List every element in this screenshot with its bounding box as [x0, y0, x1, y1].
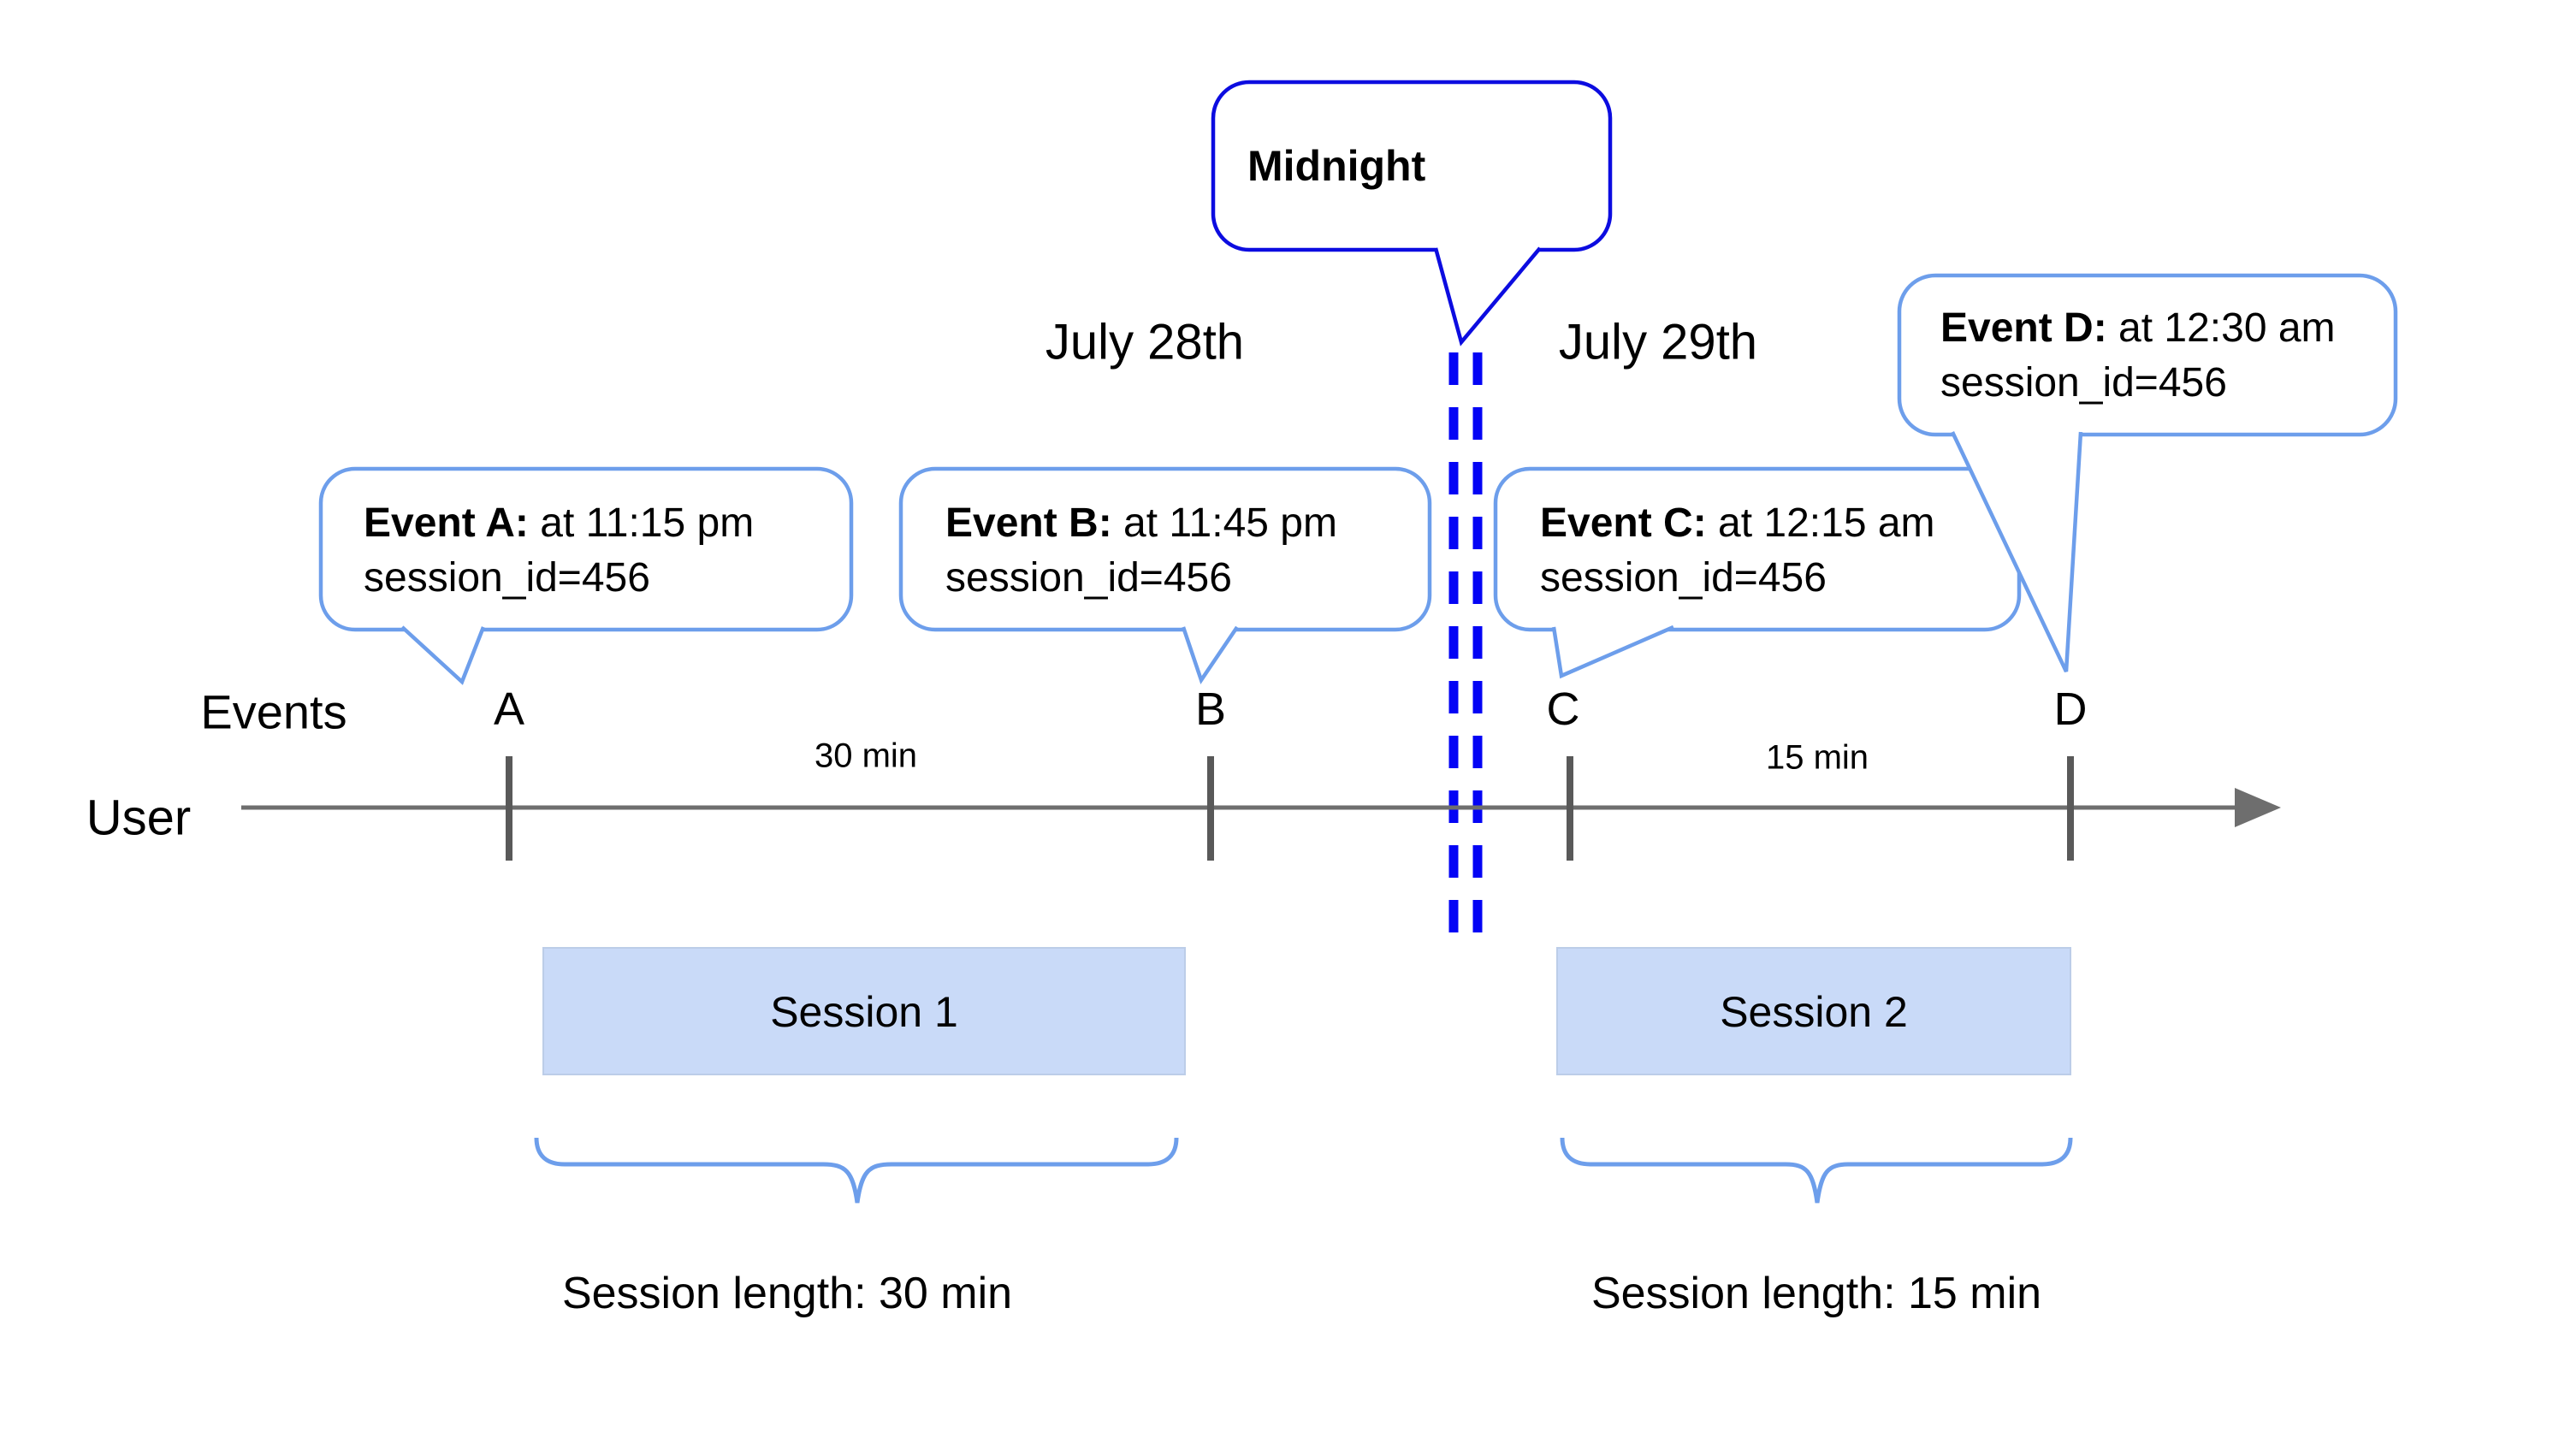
- user-row-label: User: [86, 790, 192, 846]
- axis-arrowhead-icon: [2235, 788, 2281, 827]
- event-b-session-id: session_id=456: [945, 555, 1232, 601]
- event-d-bubble: [1897, 273, 2398, 672]
- event-b-title: Event B:: [945, 500, 1112, 546]
- event-a-line1: Event A: at 11:15 pm: [364, 496, 754, 551]
- event-b-time: at 11:45 pm: [1111, 500, 1337, 546]
- event-c-time: at 12:15 am: [1706, 500, 1935, 546]
- session-1-brace: [534, 1137, 1179, 1204]
- event-c-session-id: session_id=456: [1540, 555, 1827, 601]
- session-2-length-label: Session length: 15 min: [1590, 1269, 2042, 1318]
- session-1-label: Session 1: [770, 988, 958, 1036]
- session-2-brace: [1560, 1137, 2073, 1204]
- interval-cd-label: 15 min: [1765, 738, 1869, 777]
- session-2-bar: [1556, 947, 2071, 1075]
- event-letter-a: A: [493, 684, 525, 735]
- event-c-callout-text: Event C: at 12:15 am session_id=456: [1540, 496, 1935, 606]
- event-c-line1: Event C: at 12:15 am: [1540, 496, 1935, 551]
- event-d-title: Event D:: [1940, 305, 2107, 351]
- event-letter-d: D: [2053, 684, 2088, 735]
- event-letter-b: B: [1194, 684, 1227, 735]
- interval-ab-label: 30 min: [814, 737, 918, 775]
- event-a-title: Event A:: [364, 500, 529, 546]
- event-a-session-id: session_id=456: [364, 555, 650, 601]
- event-a-time: at 11:15 pm: [528, 500, 755, 546]
- event-c-title: Event C:: [1540, 500, 1707, 546]
- event-d-time: at 12:30 am: [2106, 305, 2336, 351]
- event-d-session-id: session_id=456: [1940, 360, 2227, 405]
- events-row-label: Events: [200, 684, 347, 739]
- date-label-july-29: July 29th: [1558, 314, 1758, 370]
- session-1-length-label: Session length: 30 min: [561, 1269, 1013, 1318]
- event-b-bubble: [898, 466, 1432, 685]
- midnight-bubble: [1211, 80, 1613, 346]
- event-b-line1: Event B: at 11:45 pm: [945, 496, 1337, 551]
- event-b-callout-text: Event B: at 11:45 pm session_id=456: [945, 496, 1337, 606]
- event-a-bubble: [318, 466, 854, 685]
- date-label-july-28: July 28th: [1045, 314, 1245, 370]
- event-letter-c: C: [1546, 684, 1580, 735]
- event-a-callout-text: Event A: at 11:15 pm session_id=456: [364, 496, 754, 606]
- session-1-bar: [542, 947, 1186, 1075]
- midnight-label: Midnight: [1247, 142, 1426, 190]
- event-d-line1: Event D: at 12:30 am: [1940, 301, 2336, 356]
- session-2-label: Session 2: [1720, 988, 1908, 1036]
- event-d-callout-text: Event D: at 12:30 am session_id=456: [1940, 301, 2336, 411]
